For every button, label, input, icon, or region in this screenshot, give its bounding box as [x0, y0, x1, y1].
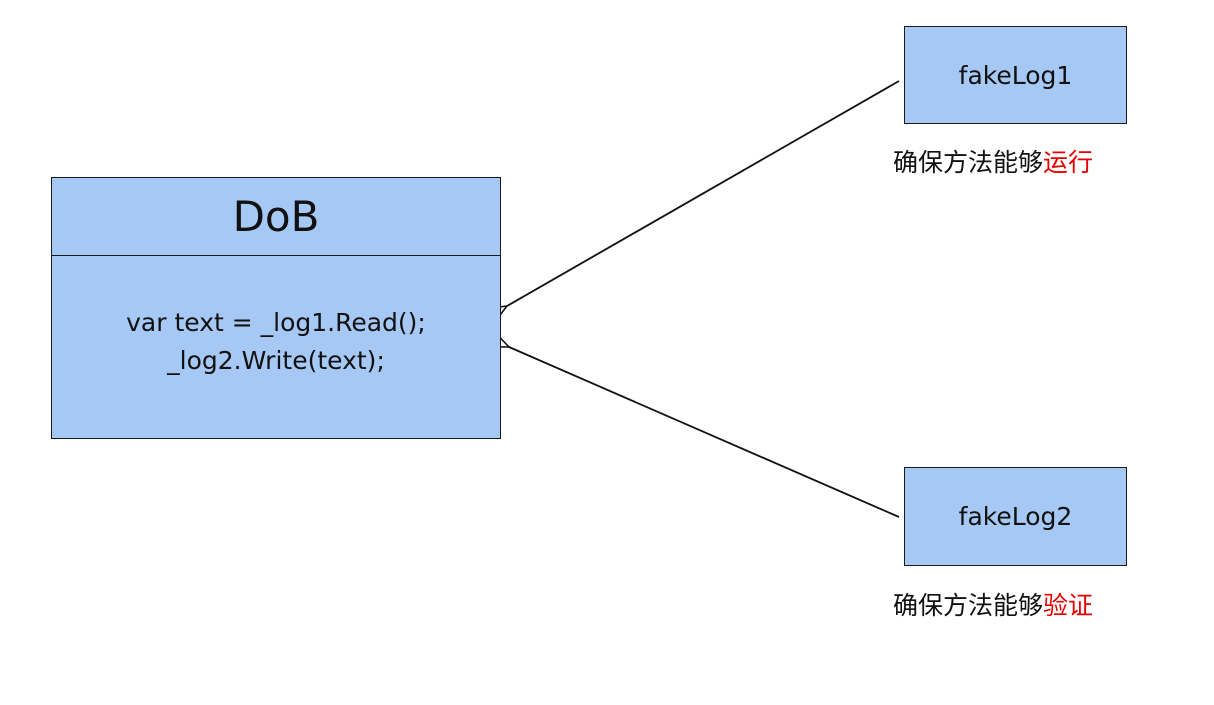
fakelog2-caption-prefix: 确保方法能够	[893, 591, 1044, 620]
fakelog2-caption: 确保方法能够验证	[893, 586, 1093, 622]
dob-code-body: var text = _log1.Read(); _log2.Write(tex…	[52, 256, 500, 380]
code-line-write: _log2.Write(text);	[167, 346, 385, 375]
fakelog1-box: fakeLog1	[904, 26, 1127, 124]
dob-class-box: DoB var text = _log1.Read(); _log2.Write…	[51, 177, 501, 439]
fakelog1-caption-highlight: 运行	[1043, 148, 1094, 177]
arrow-fakelog2-to-dob	[509, 347, 900, 518]
fakelog1-caption-prefix: 确保方法能够	[893, 148, 1044, 177]
dob-title: DoB	[52, 178, 500, 256]
arrow-fakelog1-to-dob	[507, 80, 900, 306]
fakelog2-label: fakeLog2	[958, 502, 1073, 531]
code-line-read: var text = _log1.Read();	[126, 308, 426, 337]
fakelog2-caption-highlight: 验证	[1043, 591, 1094, 620]
fakelog1-caption: 确保方法能够运行	[893, 143, 1093, 179]
fakelog1-label: fakeLog1	[958, 60, 1073, 90]
fakelog2-box: fakeLog2	[904, 467, 1127, 566]
